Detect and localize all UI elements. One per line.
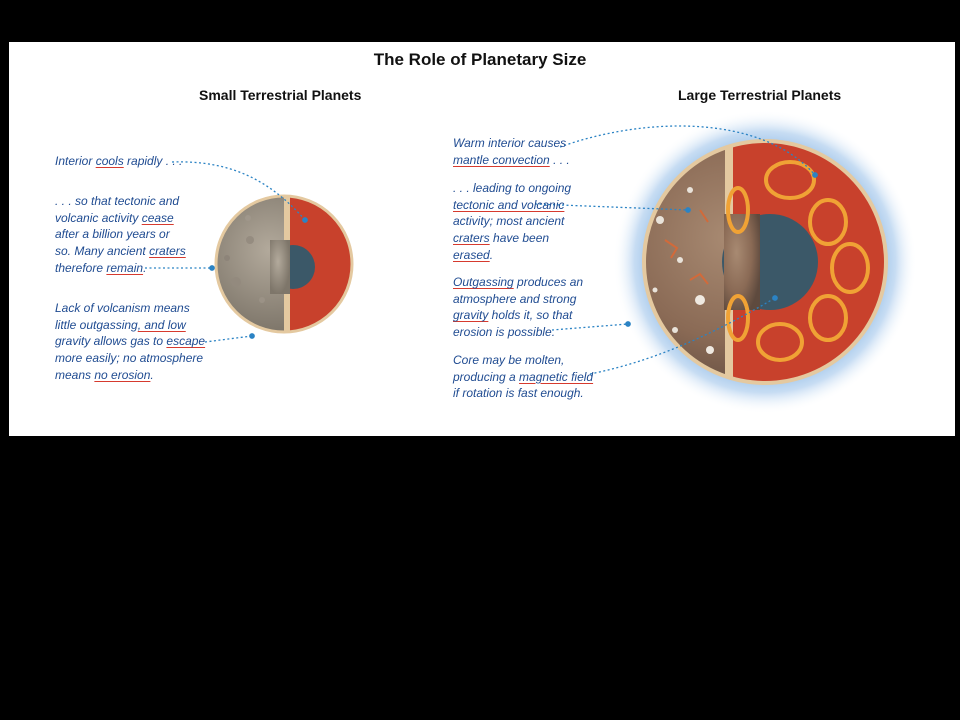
note-line: producing a magnetic field <box>453 369 593 386</box>
note-text: Warm interior causes <box>453 136 567 150</box>
note-line: Outgassing produces an <box>453 274 583 291</box>
note-text: produces an <box>513 275 584 289</box>
note-line: . . . so that tectonic and <box>55 193 186 210</box>
note-line: erased. <box>453 247 571 264</box>
note-large-convection: Warm interior causes mantle convection . … <box>453 135 570 168</box>
key-term: craters <box>149 244 186 259</box>
note-line: erosion is possible. <box>453 324 583 341</box>
note-line: volcanic activity cease <box>55 210 186 227</box>
note-text: . . . <box>549 152 570 167</box>
note-text: so. Many ancient <box>55 244 150 259</box>
note-line: tectonic and volcanic <box>453 197 571 214</box>
note-text: Core may be molten, <box>453 353 565 367</box>
note-text: after a billion years or <box>55 227 170 242</box>
key-term: tectonic and volcanic <box>453 197 565 212</box>
note-text: therefore <box>55 260 107 275</box>
note-line: if rotation is fast enough. <box>453 385 593 402</box>
note-large-magnetic: Core may be molten, producing a magnetic … <box>453 352 593 402</box>
leader-lines <box>145 125 818 375</box>
note-text: more easily; no atmosphere <box>55 351 204 366</box>
note-text: erosion is possible. <box>453 325 556 340</box>
note-large-tectonics: . . . leading to ongoing tectonic and vol… <box>453 180 571 264</box>
note-line: little outgassing, and low <box>55 317 205 334</box>
note-text: Interior <box>55 154 96 168</box>
note-text: producing a <box>453 369 520 384</box>
small-planet <box>214 194 354 334</box>
note-text: activity; most ancient <box>453 214 565 229</box>
note-line: Core may be molten, <box>453 352 593 369</box>
key-term: , and low <box>137 317 186 332</box>
note-line: activity; most ancient <box>453 213 571 230</box>
note-line: Lack of volcanism means <box>55 300 205 317</box>
note-line: atmosphere and strong <box>453 291 583 308</box>
convection-cells <box>726 160 870 362</box>
key-term: craters <box>453 231 490 246</box>
note-line: mantle convection . . . <box>453 152 570 169</box>
note-text: volcanic activity <box>55 210 142 225</box>
note-line: gravity holds it, so that <box>453 307 583 324</box>
large-planets-heading: Large Terrestrial Planets <box>678 87 842 103</box>
large-planet <box>613 110 917 414</box>
key-term: mantle convection <box>453 152 550 167</box>
note-text: . <box>143 260 147 275</box>
note-text: means <box>55 367 95 382</box>
note-text: . . . so that tectonic and <box>55 194 180 208</box>
note-text: gravity allows gas to <box>55 334 167 349</box>
note-text: have been <box>489 231 550 246</box>
key-term: erased <box>453 247 490 262</box>
note-text: . . . leading to ongoing <box>453 181 572 195</box>
note-line: craters have been <box>453 230 571 247</box>
note-line: means no erosion. <box>55 367 205 384</box>
note-text: if rotation is fast enough. <box>453 386 584 401</box>
note-line: Interior cools rapidly . . . <box>55 153 182 170</box>
note-small-outgassing: Lack of volcanism means little outgassing… <box>55 300 205 384</box>
small-planets-heading: Small Terrestrial Planets <box>199 87 362 103</box>
note-text: holds it, so that <box>488 308 573 323</box>
note-line: . . . leading to ongoing <box>453 180 571 197</box>
note-text: . <box>150 367 154 382</box>
note-text: . <box>489 247 494 262</box>
note-text: atmosphere and strong <box>453 291 577 306</box>
note-line: so. Many ancient craters <box>55 243 186 260</box>
figure-title: The Role of Planetary Size <box>373 50 587 69</box>
note-line: therefore remain. <box>55 260 186 277</box>
note-line: after a billion years or <box>55 226 186 243</box>
note-text: Lack of volcanism means <box>55 301 190 315</box>
note-small-tectonics: . . . so that tectonic and volcanic activ… <box>55 193 186 277</box>
key-term: gravity <box>453 308 489 323</box>
key-term: cools <box>95 154 124 168</box>
note-line: more easily; no atmosphere <box>55 350 205 367</box>
key-term: remain <box>106 260 144 275</box>
key-term: escape <box>166 334 206 349</box>
key-term: magnetic field <box>519 369 594 384</box>
note-text: little outgassing <box>55 317 138 332</box>
key-term: no erosion <box>94 367 151 382</box>
key-term: Outgassing <box>453 275 514 289</box>
note-text: rapidly . . . <box>123 154 183 168</box>
note-line: gravity allows gas to escape <box>55 333 205 350</box>
note-line: Warm interior causes <box>453 135 570 152</box>
key-term: cease <box>141 210 174 225</box>
note-small-cooling: Interior cools rapidly . . . <box>55 153 182 170</box>
